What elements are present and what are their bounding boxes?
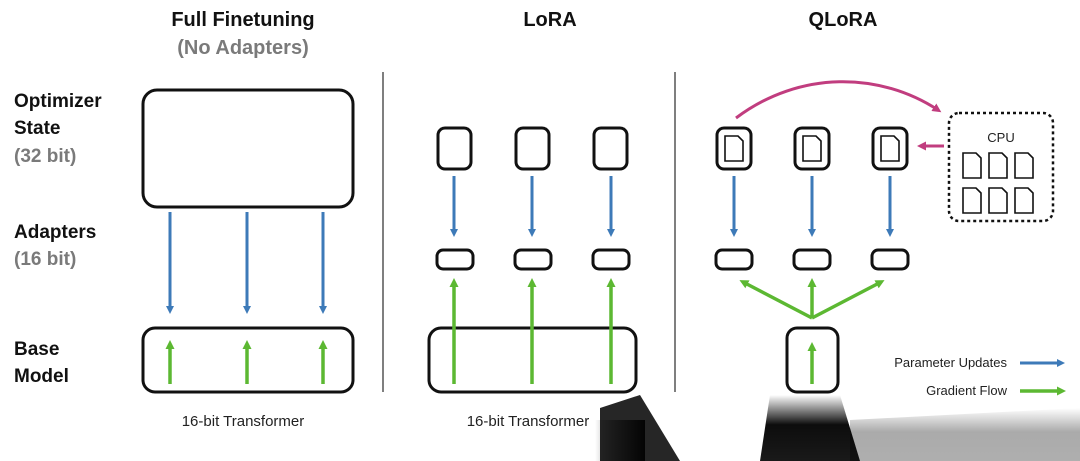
row-label-optimizer: Optimizer (14, 91, 102, 112)
lora-optimizer-box-1 (436, 126, 473, 171)
row-label-model: Model (14, 366, 69, 387)
page-out-arrow (735, 80, 942, 120)
document-icon (962, 152, 982, 179)
lora-adapter-box-2 (513, 248, 553, 271)
cpu-memory-box: CPU (947, 111, 1055, 223)
column-title-lora: LoRA (523, 9, 576, 31)
column-title-qlora: QLoRA (809, 9, 878, 31)
full-footer-label: 16-bit Transformer (182, 413, 305, 430)
document-icon (988, 152, 1008, 179)
lora-footer-label: 16-bit Transformer (467, 413, 590, 430)
paged-document-icon (724, 135, 744, 162)
qlora-adapter-box-3 (870, 248, 910, 271)
row-label-base: Base (14, 339, 59, 360)
qlora-optimizer-box-2 (793, 126, 831, 171)
full-optimizer-state-box (141, 88, 355, 209)
qlora-gradient-arrow-3 (811, 280, 885, 320)
lora-optimizer-box-2 (514, 126, 551, 171)
cpu-page-icons (962, 152, 1034, 214)
document-icon (962, 187, 982, 214)
row-label-adapters: Adapters (14, 222, 96, 243)
qlora-adapter-box-1 (714, 248, 754, 271)
paged-document-icon (802, 135, 822, 162)
legend-gradient-flow-label: Gradient Flow (926, 383, 1008, 398)
lora-optimizer-box-3 (592, 126, 629, 171)
document-icon (1014, 152, 1034, 179)
lora-adapter-box-3 (591, 248, 631, 271)
qlora-adapter-box-2 (792, 248, 832, 271)
document-icon (1014, 187, 1034, 214)
lora-adapter-box-1 (435, 248, 475, 271)
row-label-state: State (14, 118, 60, 139)
cpu-label: CPU (987, 130, 1014, 145)
legend-parameter-updates-label: Parameter Updates (894, 355, 1007, 370)
qlora-optimizer-box-1 (715, 126, 753, 171)
paged-document-icon (880, 135, 900, 162)
row-sub-32bit: (32 bit) (14, 146, 76, 167)
qlora-gradient-arrow-1 (739, 280, 813, 320)
bottom-shadow-artifact (595, 395, 1080, 461)
row-sub-16bit: (16 bit) (14, 249, 76, 270)
column-title-full-finetuning: Full Finetuning (171, 9, 314, 31)
document-icon (988, 187, 1008, 214)
qlora-optimizer-box-3 (871, 126, 909, 171)
column-subtitle-no-adapters: (No Adapters) (177, 37, 308, 59)
